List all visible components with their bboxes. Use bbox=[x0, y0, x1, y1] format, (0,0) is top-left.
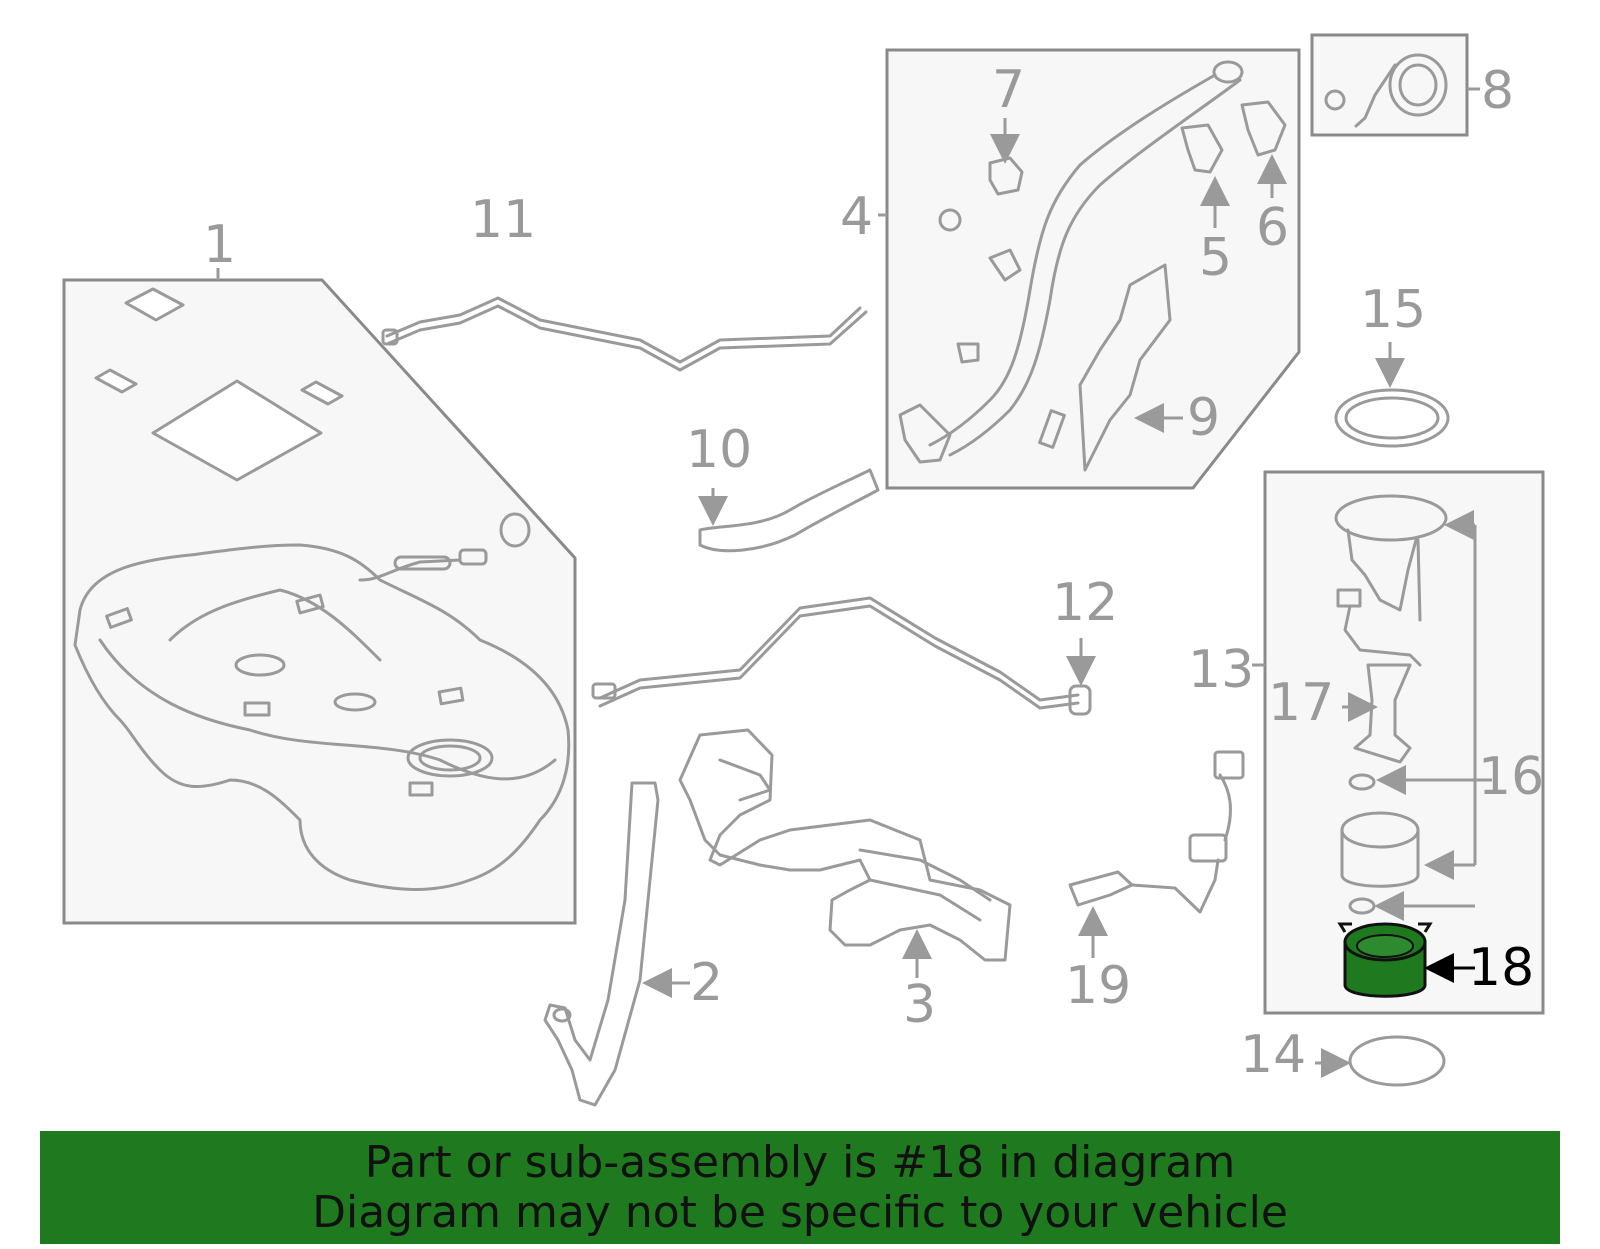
callout-6: 6 bbox=[1256, 198, 1289, 258]
callout-9: 9 bbox=[1187, 388, 1220, 448]
part-15-lock-ring bbox=[1334, 342, 1450, 448]
info-banner: Part or sub-assembly is #18 in diagram D… bbox=[40, 1131, 1560, 1244]
part-10-hose bbox=[698, 468, 880, 553]
pump-module-group bbox=[1252, 470, 1545, 1015]
callout-12: 12 bbox=[1052, 573, 1118, 633]
callout-5: 5 bbox=[1199, 228, 1232, 288]
callout-13: 13 bbox=[1188, 640, 1254, 700]
part-2-tank-strap bbox=[543, 781, 690, 1107]
callout-10: 10 bbox=[686, 420, 752, 480]
filler-pipe-group bbox=[878, 48, 1301, 490]
callout-3: 3 bbox=[903, 975, 936, 1035]
part-14-gasket bbox=[1315, 1035, 1446, 1087]
part-18-highlighted bbox=[1337, 922, 1475, 998]
part-12-fuel-line bbox=[591, 596, 1096, 716]
callout-17: 17 bbox=[1268, 673, 1334, 733]
callout-8: 8 bbox=[1481, 61, 1514, 121]
callout-1: 1 bbox=[203, 215, 236, 275]
fuel-cap-group bbox=[1310, 33, 1480, 137]
callout-2: 2 bbox=[690, 953, 723, 1013]
callout-19: 19 bbox=[1065, 956, 1131, 1016]
banner-line-2: Diagram may not be specific to your vehi… bbox=[312, 1186, 1288, 1238]
part-3-bracket bbox=[678, 728, 1012, 978]
callout-16: 16 bbox=[1478, 747, 1544, 807]
fuel-tank-group bbox=[62, 268, 577, 925]
part-11-fuel-line bbox=[381, 296, 868, 372]
callout-14: 14 bbox=[1240, 1025, 1306, 1085]
part-19-sending-unit bbox=[1068, 750, 1245, 958]
banner-line-1: Part or sub-assembly is #18 in diagram bbox=[364, 1136, 1236, 1188]
callout-18: 18 bbox=[1468, 938, 1534, 998]
callout-15: 15 bbox=[1360, 280, 1426, 340]
callout-11: 11 bbox=[470, 190, 536, 250]
callout-7: 7 bbox=[992, 60, 1025, 120]
callout-4: 4 bbox=[840, 187, 873, 247]
